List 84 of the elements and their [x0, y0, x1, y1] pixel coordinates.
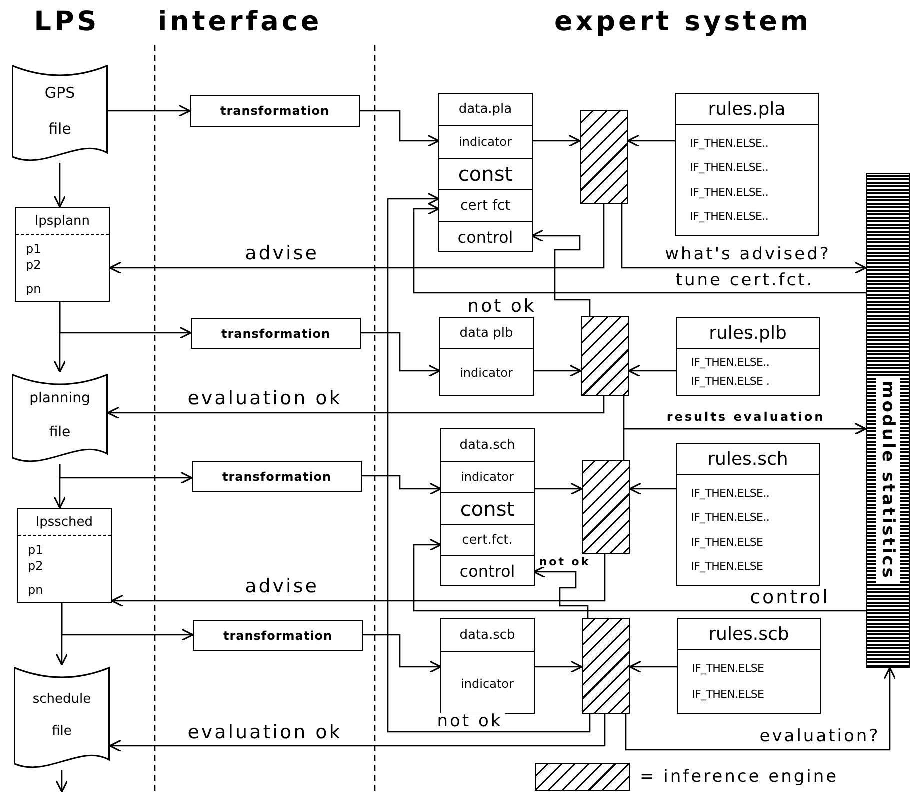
- parameter-label: p1: [26, 241, 42, 257]
- rule-text: IF_THEN.ELSE..: [690, 210, 769, 224]
- arrow: [109, 204, 605, 274]
- process-box: transformation: [190, 95, 360, 127]
- document-shape: [12, 63, 108, 163]
- column-header: interface: [158, 8, 322, 36]
- parameter-label: pn: [26, 281, 42, 297]
- arrow: [533, 364, 582, 378]
- rule-text: IF_THEN.ELSE..: [690, 186, 769, 199]
- hatched-engine-block: [582, 460, 630, 554]
- file-label: schedule file: [32, 691, 92, 740]
- parameter-label: p2: [26, 257, 42, 273]
- arrow: [362, 475, 442, 496]
- arrow: [621, 204, 867, 274]
- process-box: transformation: [192, 461, 362, 492]
- data-table: [440, 428, 535, 586]
- arrow: [360, 110, 440, 148]
- rule-table: [676, 443, 820, 586]
- data-table: [440, 618, 535, 714]
- file-label: planning file: [30, 390, 90, 442]
- arrow: [109, 714, 606, 752]
- arrow: [108, 104, 191, 118]
- arrow: [533, 566, 589, 618]
- arrow: [387, 192, 591, 733]
- arrow: [413, 538, 866, 612]
- parameter-box: [17, 508, 112, 603]
- file-label: GPS file: [44, 83, 76, 140]
- striped-module-bar: [866, 173, 910, 668]
- hatched-engine-block: [580, 110, 628, 204]
- arrow: [628, 364, 676, 378]
- arrow: [111, 554, 606, 608]
- rule-text: IF_THEN.ELSE..: [690, 136, 769, 150]
- rule-table: [676, 317, 820, 396]
- arrow: [629, 660, 677, 674]
- arrow: [361, 332, 441, 378]
- rule-text: IF_THEN.ELSE: [691, 560, 764, 574]
- rule-text: IF_THEN.ELSE..: [691, 486, 770, 500]
- parameter-label: p1: [28, 542, 44, 558]
- arrow: [629, 482, 676, 496]
- module-label: module statistics: [876, 377, 900, 584]
- rule-text: IF_THEN.ELSE..: [690, 161, 769, 174]
- document-shape: [14, 665, 110, 770]
- rule-text: IF_THEN.ELSE: [692, 662, 764, 676]
- legend-label: = inference engine: [640, 767, 839, 787]
- data-table: [439, 317, 534, 396]
- arrow: [625, 667, 896, 751]
- process-box: transformation: [191, 318, 361, 349]
- parameter-box-title: lpssched: [18, 509, 111, 536]
- rule-table-title: rules.sch: [677, 444, 819, 475]
- arrow: [56, 770, 68, 792]
- arrow: [59, 464, 193, 484]
- arrow: [363, 634, 442, 674]
- arrow: [413, 202, 866, 294]
- rule-text: IF_THEN.ELSE .: [691, 375, 770, 388]
- rule-text: IF_THEN.ELSE: [692, 688, 764, 701]
- data-table: [438, 93, 533, 252]
- rule-table-title: rules.plb: [677, 318, 819, 349]
- parameter-box: [15, 207, 110, 302]
- arrow: [534, 660, 583, 674]
- rule-table: [675, 93, 819, 236]
- arrow: [531, 230, 591, 316]
- rule-text: IF_THEN.ELSE..: [691, 511, 770, 524]
- arrow: [61, 603, 194, 642]
- rule-table-title: rules.pla: [676, 94, 818, 125]
- parameter-label: p2: [28, 558, 44, 574]
- process-box: transformation: [193, 620, 363, 651]
- arrow: [59, 302, 192, 340]
- rule-text: IF_THEN.ELSE: [691, 536, 764, 549]
- rule-text: IF_THEN.ELSE..: [691, 356, 770, 369]
- parameter-box-title: lpsplann: [16, 208, 109, 235]
- arrow: [534, 482, 583, 496]
- arrow: [54, 163, 66, 208]
- arrow: [627, 134, 675, 148]
- parameter-label: pn: [28, 582, 44, 598]
- hatched-engine-block: [581, 316, 629, 396]
- rule-table: [677, 618, 821, 714]
- hatched-engine-block: [582, 618, 630, 714]
- document-shape: [12, 372, 108, 464]
- column-header: LPS: [34, 8, 100, 36]
- rule-table-title: rules.scb: [678, 619, 820, 650]
- arrow: [532, 134, 581, 148]
- arrow: [623, 422, 867, 460]
- column-header: expert system: [554, 8, 812, 36]
- arrow: [107, 396, 605, 420]
